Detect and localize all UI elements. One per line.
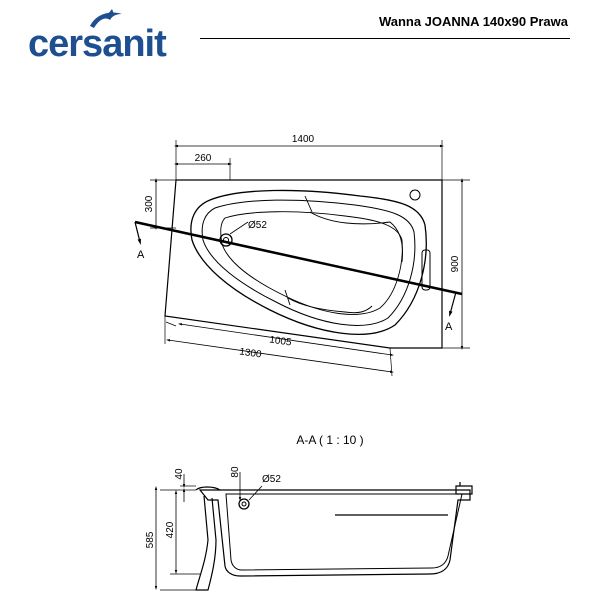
dim-420-label: 420 xyxy=(165,521,176,538)
tub-section-inner xyxy=(225,493,463,571)
section-drain-inner xyxy=(241,501,247,507)
top-view xyxy=(134,140,470,377)
brand-name: cersanit xyxy=(28,23,167,65)
section-view xyxy=(154,472,473,591)
top-view-labels: 1400 260 300 900 1005 1300 Ø52 A A xyxy=(137,134,461,361)
section-title: A-A ( 1 : 10 ) xyxy=(296,433,363,447)
bowl-floor xyxy=(220,211,403,315)
dim-80-label: 80 xyxy=(230,466,241,478)
section-drain-outer xyxy=(238,498,250,510)
dim-585-label: 585 xyxy=(145,531,156,548)
dim-1005-label: 1005 xyxy=(269,334,293,348)
header-divider xyxy=(200,38,570,39)
drain-diameter-label: Ø52 xyxy=(248,220,267,231)
handle xyxy=(421,249,431,291)
valve-circle xyxy=(409,189,421,201)
cersanit-logo: cersanit xyxy=(28,8,188,65)
rim-left xyxy=(195,486,221,491)
dolphin-icon xyxy=(90,9,122,28)
section-drain-diameter-label: Ø52 xyxy=(262,474,281,485)
section-view-labels: 40 80 Ø52 420 585 xyxy=(145,466,281,548)
dim-1300-label: 1300 xyxy=(239,346,263,360)
dim-300-label: 300 xyxy=(144,195,155,212)
dim-260-label: 260 xyxy=(195,153,212,164)
dim-40-label: 40 xyxy=(174,468,185,480)
section-line xyxy=(134,220,463,296)
drawing-title: Wanna JOANNA 140x90 Prawa xyxy=(378,14,568,29)
tub-outer-outline xyxy=(164,179,443,349)
tub-section-outer xyxy=(198,489,471,577)
armrest xyxy=(287,297,373,314)
section-marker-right: A xyxy=(445,321,453,333)
dim-1300 xyxy=(166,339,394,373)
dim-1400-label: 1400 xyxy=(292,134,315,145)
bowl-rim xyxy=(190,189,427,335)
support-leg xyxy=(195,495,217,591)
section-marker-left: A xyxy=(137,249,145,261)
rim-right xyxy=(455,485,473,495)
backrest xyxy=(309,211,403,263)
dim-900-label: 900 xyxy=(450,255,461,272)
bowl-inner xyxy=(201,199,416,326)
